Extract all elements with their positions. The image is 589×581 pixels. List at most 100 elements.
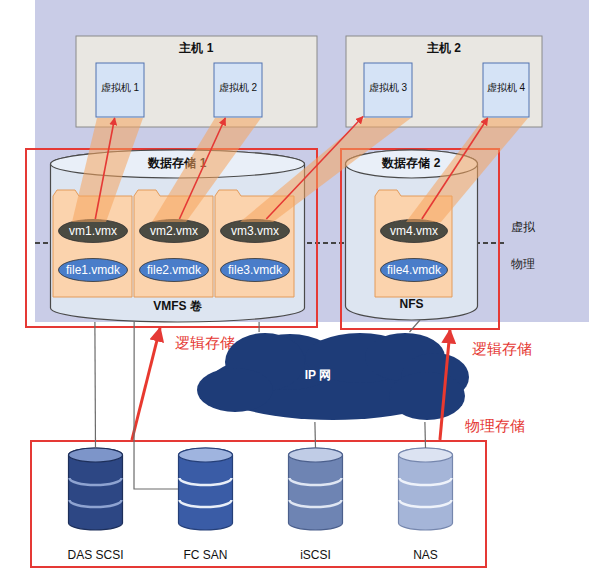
- logical-storage-frame-border: [26, 149, 317, 327]
- vmx-file-oval: vm1.vmx: [58, 219, 128, 243]
- file-name: vm3.vmx: [220, 224, 290, 238]
- vmx-file-oval-shape: [140, 220, 209, 243]
- vmx-file-oval-shape: [59, 220, 128, 243]
- storage-wire: [424, 422, 426, 448]
- storage-array-cylinder: iSCSI: [288, 448, 343, 530]
- vmx-file-oval: vm4.vmx: [380, 219, 448, 243]
- storage-type: FC SAN: [153, 548, 258, 562]
- mapping-beam: [72, 118, 143, 222]
- vm-name: 虚拟机 3: [363, 82, 413, 94]
- storage-array-cylinder-top: [69, 448, 123, 462]
- storage-array-cylinder: NAS: [398, 448, 453, 530]
- vm-folder: [375, 190, 452, 297]
- storage-array-cylinder-band: [400, 478, 452, 485]
- storage-type: NAS: [373, 548, 478, 562]
- host-name: 主机 1: [75, 41, 318, 55]
- storage-type: DAS SCSI: [43, 548, 148, 562]
- storage-array-cylinder-outline: [178, 448, 233, 530]
- datastore-cylinder-body: [346, 150, 478, 320]
- storage-wire: [134, 322, 178, 489]
- vm-folder: [215, 190, 294, 297]
- file-name: vm2.vmx: [139, 224, 209, 238]
- datastore-name: 数据存储 1: [50, 156, 305, 170]
- vm-box: 虚拟机 1: [95, 62, 145, 118]
- vmx-file-oval-shape: [221, 220, 290, 243]
- vm-folder: [53, 190, 132, 297]
- storage-wire: [314, 422, 316, 448]
- vmdk-file-oval-shape: [59, 259, 128, 282]
- storage-array-cylinder: DAS SCSI: [68, 448, 123, 530]
- storage-array-cylinder-band: [180, 500, 232, 507]
- storage-mapping-arrow: [440, 330, 450, 440]
- vmx-file-oval-shape: [381, 220, 448, 243]
- logical-storage-frame: 逻辑存储数据存储 1VMFS 卷vm1.vmxfile1.vmdkvm2.vmx…: [25, 148, 318, 328]
- storage-wire: [94, 322, 96, 448]
- vmdk-file-oval: file4.vmdk: [380, 258, 448, 282]
- vm-box: 虚拟机 3: [363, 62, 413, 118]
- network-name: IP 网: [278, 368, 358, 382]
- file-name: vm1.vmx: [58, 224, 128, 238]
- layer-label: 虚拟: [511, 220, 535, 234]
- volume-type: NFS: [345, 297, 478, 311]
- storage-type: iSCSI: [263, 548, 368, 562]
- storage-array-cylinder-band: [180, 478, 232, 485]
- storage-array-cylinder-body: [289, 448, 343, 530]
- storage-array-cylinder-band: [70, 478, 122, 485]
- physical-storage-frame-border: [31, 441, 486, 567]
- storage-array-cylinder-outline: [398, 448, 453, 530]
- vmdk-file-oval: file3.vmdk: [220, 258, 290, 282]
- storage-array-cylinder-band: [290, 500, 342, 507]
- host-box: 主机 1 虚拟机 1 虚拟机 2: [75, 35, 318, 128]
- vm-folder: [134, 190, 213, 297]
- storage-array-cylinder-band: [70, 500, 122, 507]
- storage-array-cylinder-top: [179, 448, 233, 462]
- storage-array-cylinder-body: [179, 448, 233, 530]
- datastore-name: 数据存储 2: [345, 156, 478, 170]
- mapping-beam: [406, 118, 528, 222]
- vmdk-file-oval-shape: [381, 259, 448, 282]
- ip-network-cloud: IP 网: [195, 332, 470, 422]
- file-name: file2.vmdk: [139, 263, 209, 277]
- virtual-band: [35, 0, 589, 322]
- datastore-cylinder-top: [346, 150, 478, 178]
- file-name: file3.vmdk: [220, 263, 290, 277]
- logical-storage-label: 逻辑存储: [472, 340, 532, 358]
- physical-storage-label: 物理存储: [465, 417, 525, 435]
- mapping-beam: [240, 118, 411, 222]
- vmx-file-oval: vm2.vmx: [139, 219, 209, 243]
- vm-box-border: [364, 63, 412, 117]
- storage-wire: [410, 320, 421, 332]
- vmx-file-oval: vm3.vmx: [220, 219, 290, 243]
- storage-array-cylinder-outline: [68, 448, 123, 530]
- file-name: vm4.vmx: [380, 224, 448, 238]
- storage-array-cylinder-top: [289, 448, 343, 462]
- host-name: 主机 2: [345, 41, 543, 55]
- vm-name: 虚拟机 4: [482, 82, 530, 94]
- file-name: file1.vmdk: [58, 263, 128, 277]
- vm-box-border: [483, 63, 529, 117]
- vm-box: 虚拟机 4: [482, 62, 530, 118]
- mapping-beams: [72, 118, 528, 222]
- storage-array-cylinder: FC SAN: [178, 448, 233, 530]
- vm-box-border: [96, 63, 144, 117]
- ip-network-cloud-outline: [195, 332, 470, 422]
- vmdk-file-oval: file1.vmdk: [58, 258, 128, 282]
- host-box: 主机 2 虚拟机 3 虚拟机 4: [345, 35, 543, 128]
- logical-storage-frame-border: [341, 149, 499, 329]
- storage-array-cylinder-outline: [288, 448, 343, 530]
- datastore-cylinder-body: [51, 150, 305, 322]
- mapping-arrow: [422, 118, 488, 219]
- storage-mapping-arrow: [132, 328, 160, 440]
- vm-name: 虚拟机 1: [95, 82, 145, 94]
- vm-name: 虚拟机 2: [213, 82, 263, 94]
- vm-box: 虚拟机 2: [213, 62, 263, 118]
- mapping-arrow: [266, 117, 363, 219]
- connector-layer: [95, 117, 488, 489]
- mapping-arrow: [95, 118, 114, 219]
- host-box-border: [346, 36, 542, 127]
- ip-network-cloud-lobe: [197, 368, 273, 412]
- storage-array-cylinder-band: [290, 478, 342, 485]
- vm-box-border: [214, 63, 262, 117]
